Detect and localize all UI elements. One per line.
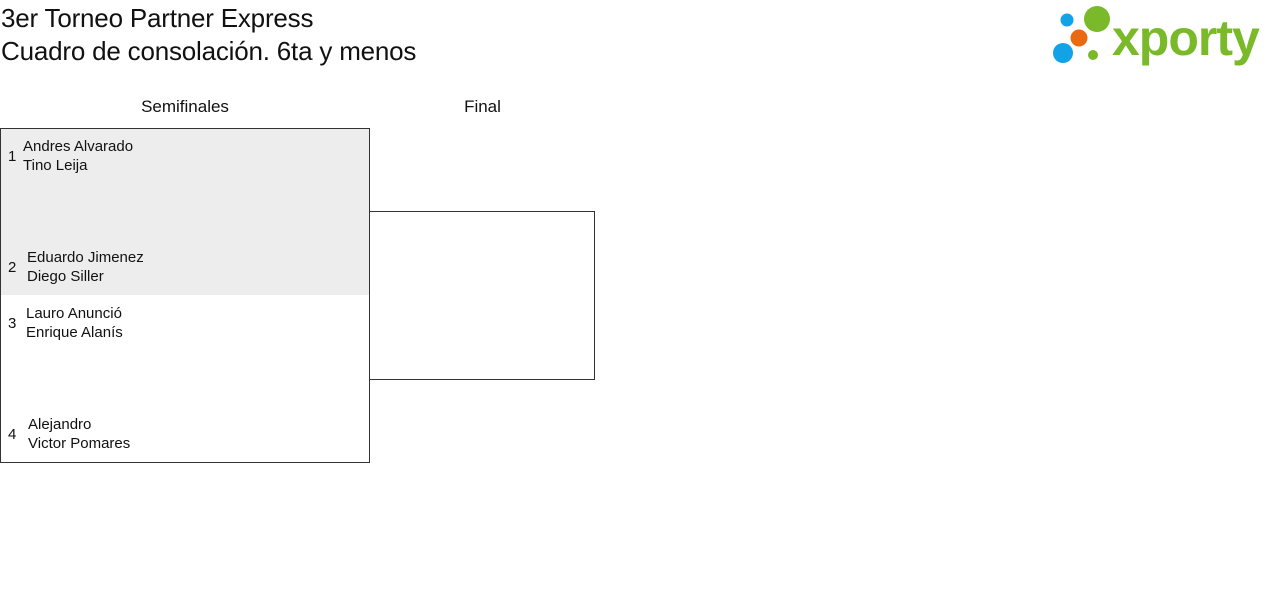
team-players: Alejandro Victor Pomares <box>28 415 130 453</box>
player-name: Andres Alvarado <box>23 138 134 155</box>
logo-dot-blue-small <box>1060 13 1074 27</box>
semifinal-match-1: 1 Andres Alvarado Tino Leija 2 Eduardo J… <box>0 128 370 296</box>
logo-wordmark: xporty <box>1112 10 1260 66</box>
player-name: Eduardo Jimenez <box>27 249 144 266</box>
seed-number: 3 <box>8 315 17 332</box>
seed-number: 2 <box>8 259 17 276</box>
team-players: Lauro Anunció Enrique Alanís <box>26 304 123 342</box>
tournament-name: 3er Torneo Partner Express <box>1 3 314 33</box>
player-name: Victor Pomares <box>28 435 131 452</box>
round-label-final: Final <box>464 97 501 116</box>
seed-number: 4 <box>8 426 17 443</box>
team-players: Eduardo Jimenez Diego Siller <box>27 248 144 286</box>
player-name: Alejandro <box>28 416 92 433</box>
team-players: Andres Alvarado Tino Leija <box>23 137 133 175</box>
seed-number: 1 <box>8 148 17 165</box>
logo-dot-green <box>1084 6 1110 32</box>
player-name: Tino Leija <box>23 157 88 174</box>
semifinal-match-2: 3 Lauro Anunció Enrique Alanís 4 Alejand… <box>0 295 370 463</box>
final-match-bracket <box>370 211 595 380</box>
logo-dot-green-small <box>1088 50 1098 60</box>
round-label-semifinals: Semifinales <box>141 97 229 116</box>
player-name: Lauro Anunció <box>26 305 122 322</box>
player-name: Diego Siller <box>27 268 104 285</box>
logo-dot-orange <box>1070 29 1088 47</box>
player-name: Enrique Alanís <box>26 324 123 341</box>
page-title: 3er Torneo Partner Express Cuadro de con… <box>1 2 416 68</box>
logo-dot-blue-large <box>1053 43 1073 63</box>
draw-name: Cuadro de consolación. 6ta y menos <box>1 36 417 66</box>
xporty-logo: xporty <box>1050 3 1278 67</box>
